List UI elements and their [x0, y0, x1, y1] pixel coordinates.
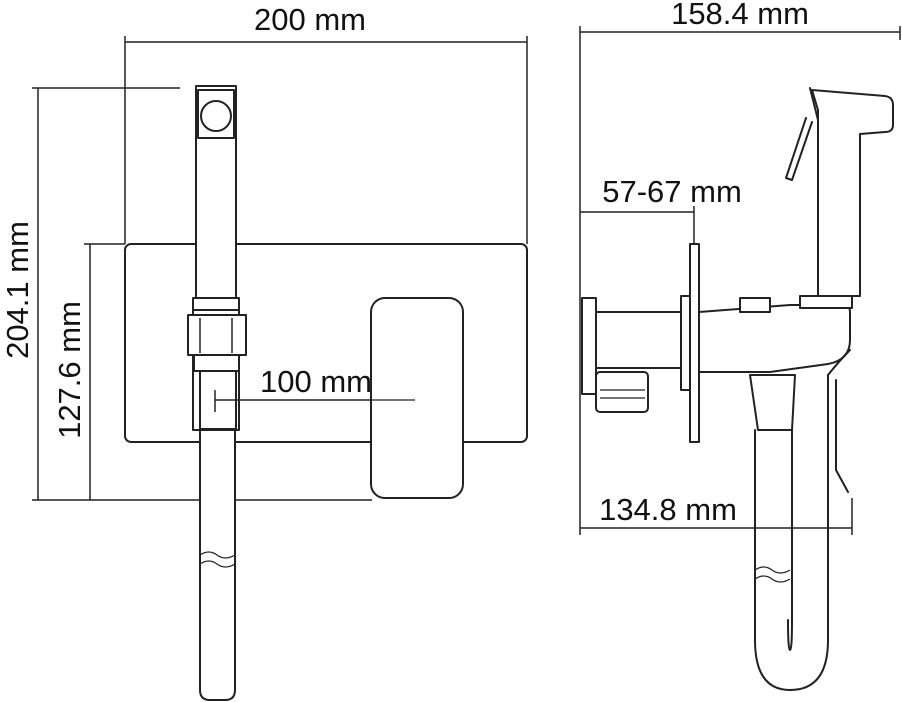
dim-side-depth: 134.8 mm	[580, 492, 853, 535]
side-view: 158.4 mm 57-67 mm 134.8 mm	[579, 0, 901, 691]
dim-side-wall-depth: 57-67 mm	[580, 174, 742, 244]
control-lever	[370, 297, 464, 499]
dim-side-width: 158.4 mm	[579, 0, 901, 535]
dim-label-front-height-total: 204.1 mm	[0, 221, 35, 359]
dim-label-side-width: 158.4 mm	[671, 0, 809, 31]
shower-head-side	[785, 87, 894, 297]
wall-plate-side	[689, 243, 700, 443]
dim-label-front-width: 200 mm	[254, 2, 366, 37]
dim-front-width: 200 mm	[124, 2, 528, 244]
dim-label-side-wall-depth: 57-67 mm	[602, 174, 742, 209]
dim-label-front-height-plate: 127.6 mm	[52, 301, 87, 439]
holder-body-front	[187, 299, 247, 431]
inwall-body-side	[581, 295, 691, 413]
hose-side	[749, 349, 851, 691]
wall-plate	[124, 243, 528, 443]
dim-label-side-depth: 134.8 mm	[599, 492, 737, 527]
dim-front-spacing: 100 mm	[214, 364, 416, 412]
dim-front-height-plate: 127.6 mm	[52, 243, 125, 500]
hose-front	[199, 429, 236, 701]
holder-arm-side	[698, 295, 853, 373]
shower-head-front	[192, 85, 240, 311]
dim-label-front-spacing: 100 mm	[260, 364, 372, 399]
front-view: 200 mm 204.1 mm 127.6 mm	[0, 2, 528, 701]
